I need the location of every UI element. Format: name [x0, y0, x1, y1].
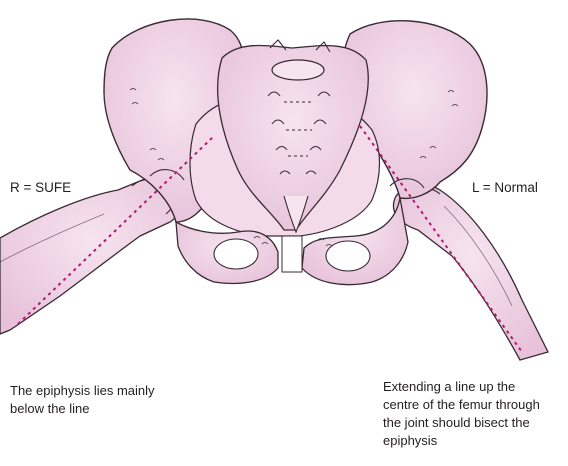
- normal-explanation: Extending a line up the centre of the fe…: [383, 378, 568, 450]
- left-hip-label: L = Normal: [472, 179, 538, 197]
- normal-explanation-line: epiphysis: [383, 432, 568, 450]
- sufe-explanation: The epiphysis lies mainly below the line: [10, 382, 210, 418]
- left-femur: [393, 184, 548, 360]
- normal-explanation-line: the joint should bisect the: [383, 414, 568, 432]
- sufe-explanation-line: The epiphysis lies mainly: [10, 382, 210, 400]
- sufe-explanation-line: below the line: [10, 400, 210, 418]
- right-hip-label: R = SUFE: [10, 179, 71, 197]
- normal-explanation-line: Extending a line up the: [383, 378, 568, 396]
- normal-explanation-line: centre of the femur through: [383, 396, 568, 414]
- pelvis-bone: [104, 19, 487, 285]
